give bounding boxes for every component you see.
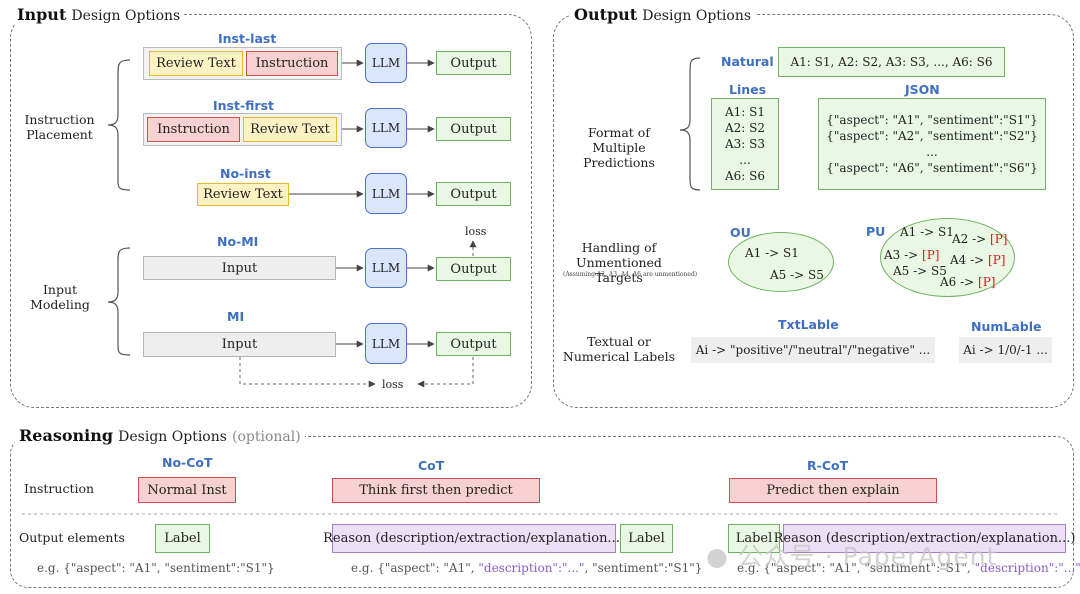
reasoning-title-optional: (optional) [232, 429, 301, 445]
ou-ellipse [728, 232, 834, 292]
r-cot-reason: Reason (description/extraction/explanati… [774, 524, 1075, 553]
numlable-box: Ai -> 1/0/-1 ... [959, 337, 1052, 363]
inst-first-review-text: Review Text [243, 117, 337, 142]
inst-last-title: Inst-last [218, 31, 277, 46]
pu-item-2-text: A2 -> [952, 232, 991, 246]
cot-example: e.g. {"aspect": "A1", "description":"...… [351, 561, 702, 575]
no-cot-title: No-CoT [162, 455, 213, 470]
lines-box: A1: S1 A2: S2 A3: S3 ... A6: S6 [711, 98, 779, 190]
pu-item-2-placeholder: [P] [990, 232, 1008, 246]
no-mi-title: No-MI [217, 234, 259, 249]
r-cot-instruction: Predict then explain [729, 478, 937, 503]
watermark-text: 公众号 · PaperAgent [737, 542, 998, 571]
ou-item-1: A1 -> S1 [745, 246, 799, 260]
instruction-placement-label: Instruction Placement [24, 112, 95, 142]
pu-item-1-text: A1 -> S1 [900, 225, 954, 239]
input-title-bold: Input [17, 5, 67, 24]
no-mi-loss: loss [465, 225, 487, 238]
inst-last-output: Output [436, 51, 511, 75]
inst-first-title: Inst-first [213, 98, 274, 113]
json-box: {"aspect": "A1", "sentiment":"S1"} {"asp… [818, 98, 1046, 190]
output-title-bold: Output [574, 5, 638, 24]
r-cot-example: e.g. {"aspect": "A1", "sentiment":"S1", … [737, 561, 1080, 575]
no-cot-example: e.g. {"aspect": "A1", "sentiment":"S1"} [37, 561, 275, 575]
output-panel [553, 14, 1074, 408]
no-mi-input: Input [143, 256, 336, 280]
output-elements-label: Output elements [19, 530, 125, 545]
pu-item-5-text: A5 -> S5 [893, 264, 947, 278]
pu-item-1: A1 -> S1 [900, 225, 954, 239]
cot-instruction: Think first then predict [332, 478, 540, 503]
inst-last-instruction: Instruction [246, 51, 338, 76]
r-cot-label: Label [728, 524, 780, 553]
txtlable-box: Ai -> "positive"/"neutral"/"negative" ..… [691, 337, 935, 363]
inst-last-review-text: Review Text [149, 51, 243, 76]
r-cot-example-b: "description":"..." [974, 561, 1080, 575]
pu-item-3-text: A3 -> [884, 248, 923, 262]
no-inst-output: Output [436, 182, 511, 206]
cot-title: CoT [418, 458, 445, 473]
natural-title: Natural [721, 54, 774, 69]
inst-first-llm: LLM [365, 108, 407, 148]
no-inst-review-text: Review Text [197, 183, 289, 206]
unmentioned-note: (Assuming A2, A3, A4, A6 are unmentioned… [563, 271, 698, 278]
mi-llm: LLM [365, 323, 407, 364]
numlable-title: NumLable [971, 319, 1042, 334]
lines-title: Lines [729, 82, 767, 97]
wechat-icon: ● [706, 542, 729, 571]
unmentioned-label: Handling of Unmentioned Targets [576, 240, 662, 285]
reasoning-title-rest: Design Options [118, 429, 227, 445]
pu-ellipse [880, 218, 1015, 297]
pu-item-5: A5 -> S5 [893, 264, 947, 278]
pu-title: PU [866, 224, 886, 239]
pu-item-3-placeholder: [P] [922, 248, 940, 262]
cot-reason: Reason (description/extraction/explanati… [323, 524, 625, 553]
cot-example-a: e.g. {"aspect": "A1", [351, 561, 479, 575]
no-cot-instruction: Normal Inst [138, 477, 236, 503]
mi-loss: loss [382, 378, 404, 391]
cot-example-b: "description":"..." [478, 561, 585, 575]
no-inst-title: No-inst [220, 166, 271, 181]
ou-item-2: A5 -> S5 [770, 268, 824, 282]
watermark: ● 公众号 · PaperAgent [706, 537, 997, 573]
cot-label: Label [620, 524, 673, 553]
mi-output: Output [436, 332, 511, 356]
reasoning-panel [10, 436, 1074, 588]
pu-item-4-text: A4 -> [950, 253, 989, 267]
output-title-rest: Design Options [642, 8, 752, 24]
reasoning-panel-title: Reasoning Design Options (optional) [15, 426, 305, 445]
no-mi-output: Output [436, 257, 511, 281]
cot-example-c: , "sentiment":"S1"} [584, 561, 703, 575]
input-panel-title: Input Design Options [13, 5, 185, 24]
r-cot-title: R-CoT [807, 458, 849, 473]
reasoning-title-bold: Reasoning [19, 426, 114, 445]
format-label: Format of Multiple Predictions [583, 125, 655, 170]
input-modeling-label: Input Modeling [30, 282, 90, 312]
mi-input: Input [143, 332, 336, 357]
mi-title: MI [227, 309, 245, 324]
pu-item-6-placeholder: [P] [978, 275, 996, 289]
inst-last-llm: LLM [365, 43, 407, 83]
reasoning-instruction-label: Instruction [24, 481, 95, 496]
labels-label: Textual or Numerical Labels [562, 334, 676, 364]
output-panel-title: Output Design Options [570, 5, 756, 24]
pu-item-4: A4 -> [P] [950, 253, 1005, 267]
no-mi-llm: LLM [365, 248, 407, 288]
txtlable-title: TxtLable [778, 317, 839, 332]
pu-item-2: A2 -> [P] [952, 232, 1007, 246]
inst-first-instruction: Instruction [147, 117, 240, 142]
no-cot-label: Label [155, 524, 210, 553]
json-title: JSON [905, 82, 940, 97]
pu-item-6: A6 -> [P] [940, 275, 995, 289]
pu-item-4-placeholder: [P] [988, 253, 1006, 267]
natural-box: A1: S1, A2: S2, A3: S3, ..., A6: S6 [778, 47, 1005, 77]
ou-title: OU [730, 225, 751, 240]
pu-item-3: A3 -> [P] [884, 248, 939, 262]
inst-first-output: Output [436, 117, 511, 141]
input-panel [10, 14, 532, 408]
no-inst-llm: LLM [365, 173, 407, 214]
input-title-rest: Design Options [71, 8, 181, 24]
r-cot-example-a: e.g. {"aspect": "A1", "sentiment":"S1", [737, 561, 975, 575]
pu-item-6-text: A6 -> [940, 275, 979, 289]
